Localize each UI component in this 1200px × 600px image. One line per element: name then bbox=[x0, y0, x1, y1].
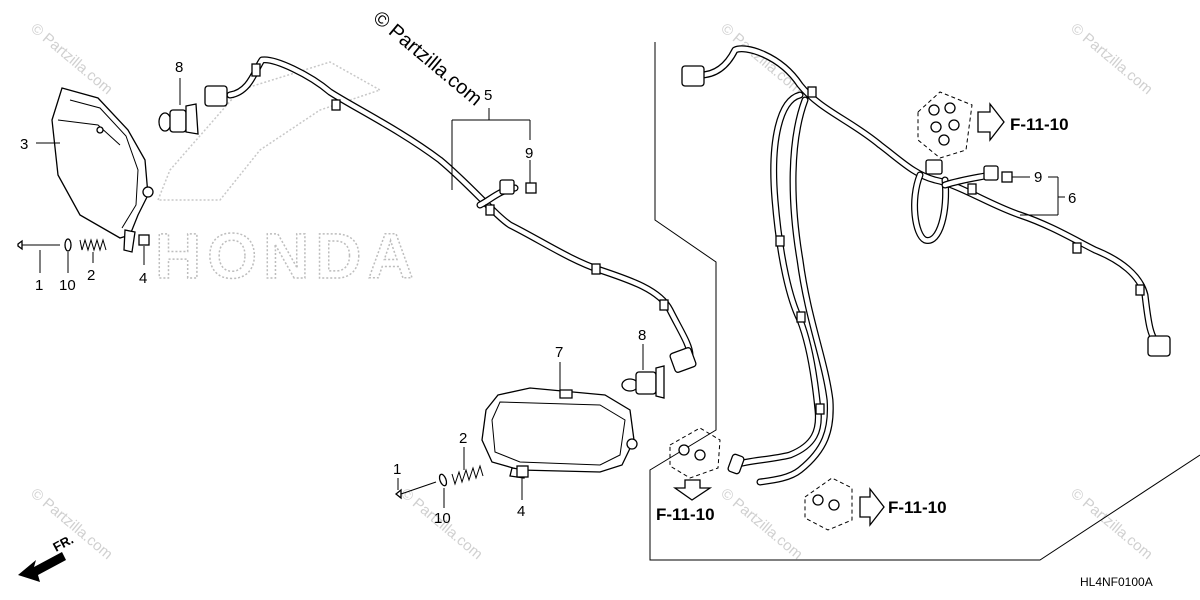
callout-4: 4 bbox=[517, 503, 525, 520]
clip-nut-icon bbox=[1001, 171, 1013, 183]
clip-nut-icon bbox=[516, 465, 529, 478]
screw-icon bbox=[17, 239, 23, 251]
grommet-set-bottom-left-icon bbox=[669, 427, 721, 479]
reference-label[interactable]: F-11-10 bbox=[1010, 115, 1069, 134]
section-frame bbox=[649, 42, 1200, 561]
hardware-center bbox=[394, 464, 529, 500]
watermark-main: © Partzilla.com bbox=[369, 7, 486, 110]
watermark-repeat: © Partzilla.com bbox=[27, 20, 115, 98]
wire-harness-left-icon bbox=[204, 56, 697, 373]
headlight-center-icon bbox=[481, 387, 638, 479]
callout-10: 10 bbox=[434, 510, 451, 527]
connector-icon bbox=[669, 347, 697, 373]
callout-5: 5 bbox=[484, 87, 492, 104]
arrow-right-icon bbox=[977, 102, 1005, 142]
front-arrow-icon bbox=[18, 552, 66, 582]
watermark-repeat: © Partzilla.com bbox=[717, 485, 805, 563]
clip-nut-icon bbox=[525, 182, 537, 194]
diagram-code: HL4NF0100A bbox=[1080, 575, 1153, 589]
reference-label[interactable]: F-11-10 bbox=[888, 498, 947, 517]
connector-icon bbox=[983, 165, 999, 181]
wire-harness-right-icon bbox=[681, 45, 1171, 486]
callout-9: 9 bbox=[1034, 169, 1042, 186]
callout-3: 3 bbox=[20, 136, 28, 153]
brand-background: HONDA bbox=[154, 61, 420, 293]
callout-1: 1 bbox=[393, 461, 401, 478]
callout-6: 6 bbox=[1068, 190, 1076, 207]
watermark-repeat: © Partzilla.com bbox=[27, 485, 115, 563]
watermark-repeat: © Partzilla.com bbox=[1067, 485, 1155, 563]
brand-text: HONDA bbox=[155, 220, 420, 292]
arrow-down-icon bbox=[672, 479, 713, 501]
reference-label[interactable]: F-11-10 bbox=[656, 505, 715, 524]
callout-9: 9 bbox=[525, 145, 533, 162]
callout-10: 10 bbox=[59, 277, 76, 294]
callout-1: 1 bbox=[35, 277, 43, 294]
connector-icon bbox=[681, 65, 705, 87]
callout-7: 7 bbox=[555, 344, 563, 361]
spring-icon bbox=[79, 238, 107, 252]
screw-icon bbox=[394, 488, 402, 500]
spring-icon bbox=[451, 464, 484, 486]
bulb-icon bbox=[158, 103, 199, 135]
callout-8: 8 bbox=[638, 327, 646, 344]
callout-2: 2 bbox=[87, 267, 95, 284]
washer-icon bbox=[64, 238, 72, 252]
bulb-icon bbox=[621, 365, 665, 399]
clip-nut-icon bbox=[138, 234, 150, 246]
callout-2: 2 bbox=[459, 430, 467, 447]
watermark-repeat: © Partzilla.com bbox=[1067, 20, 1155, 98]
grommet-set-bottom-right-icon bbox=[804, 477, 853, 531]
headlight-left-icon bbox=[51, 87, 154, 253]
callout-8: 8 bbox=[175, 59, 183, 76]
hardware-left bbox=[17, 234, 150, 252]
callout-4: 4 bbox=[139, 270, 147, 287]
leader-lines bbox=[36, 78, 1065, 508]
connector-icon bbox=[1147, 335, 1171, 357]
arrow-right-icon bbox=[859, 487, 885, 527]
front-indicator: FR. bbox=[18, 532, 76, 582]
grommet-set-top-icon bbox=[917, 91, 973, 159]
washer-icon bbox=[438, 473, 448, 487]
connector-icon bbox=[204, 85, 228, 107]
